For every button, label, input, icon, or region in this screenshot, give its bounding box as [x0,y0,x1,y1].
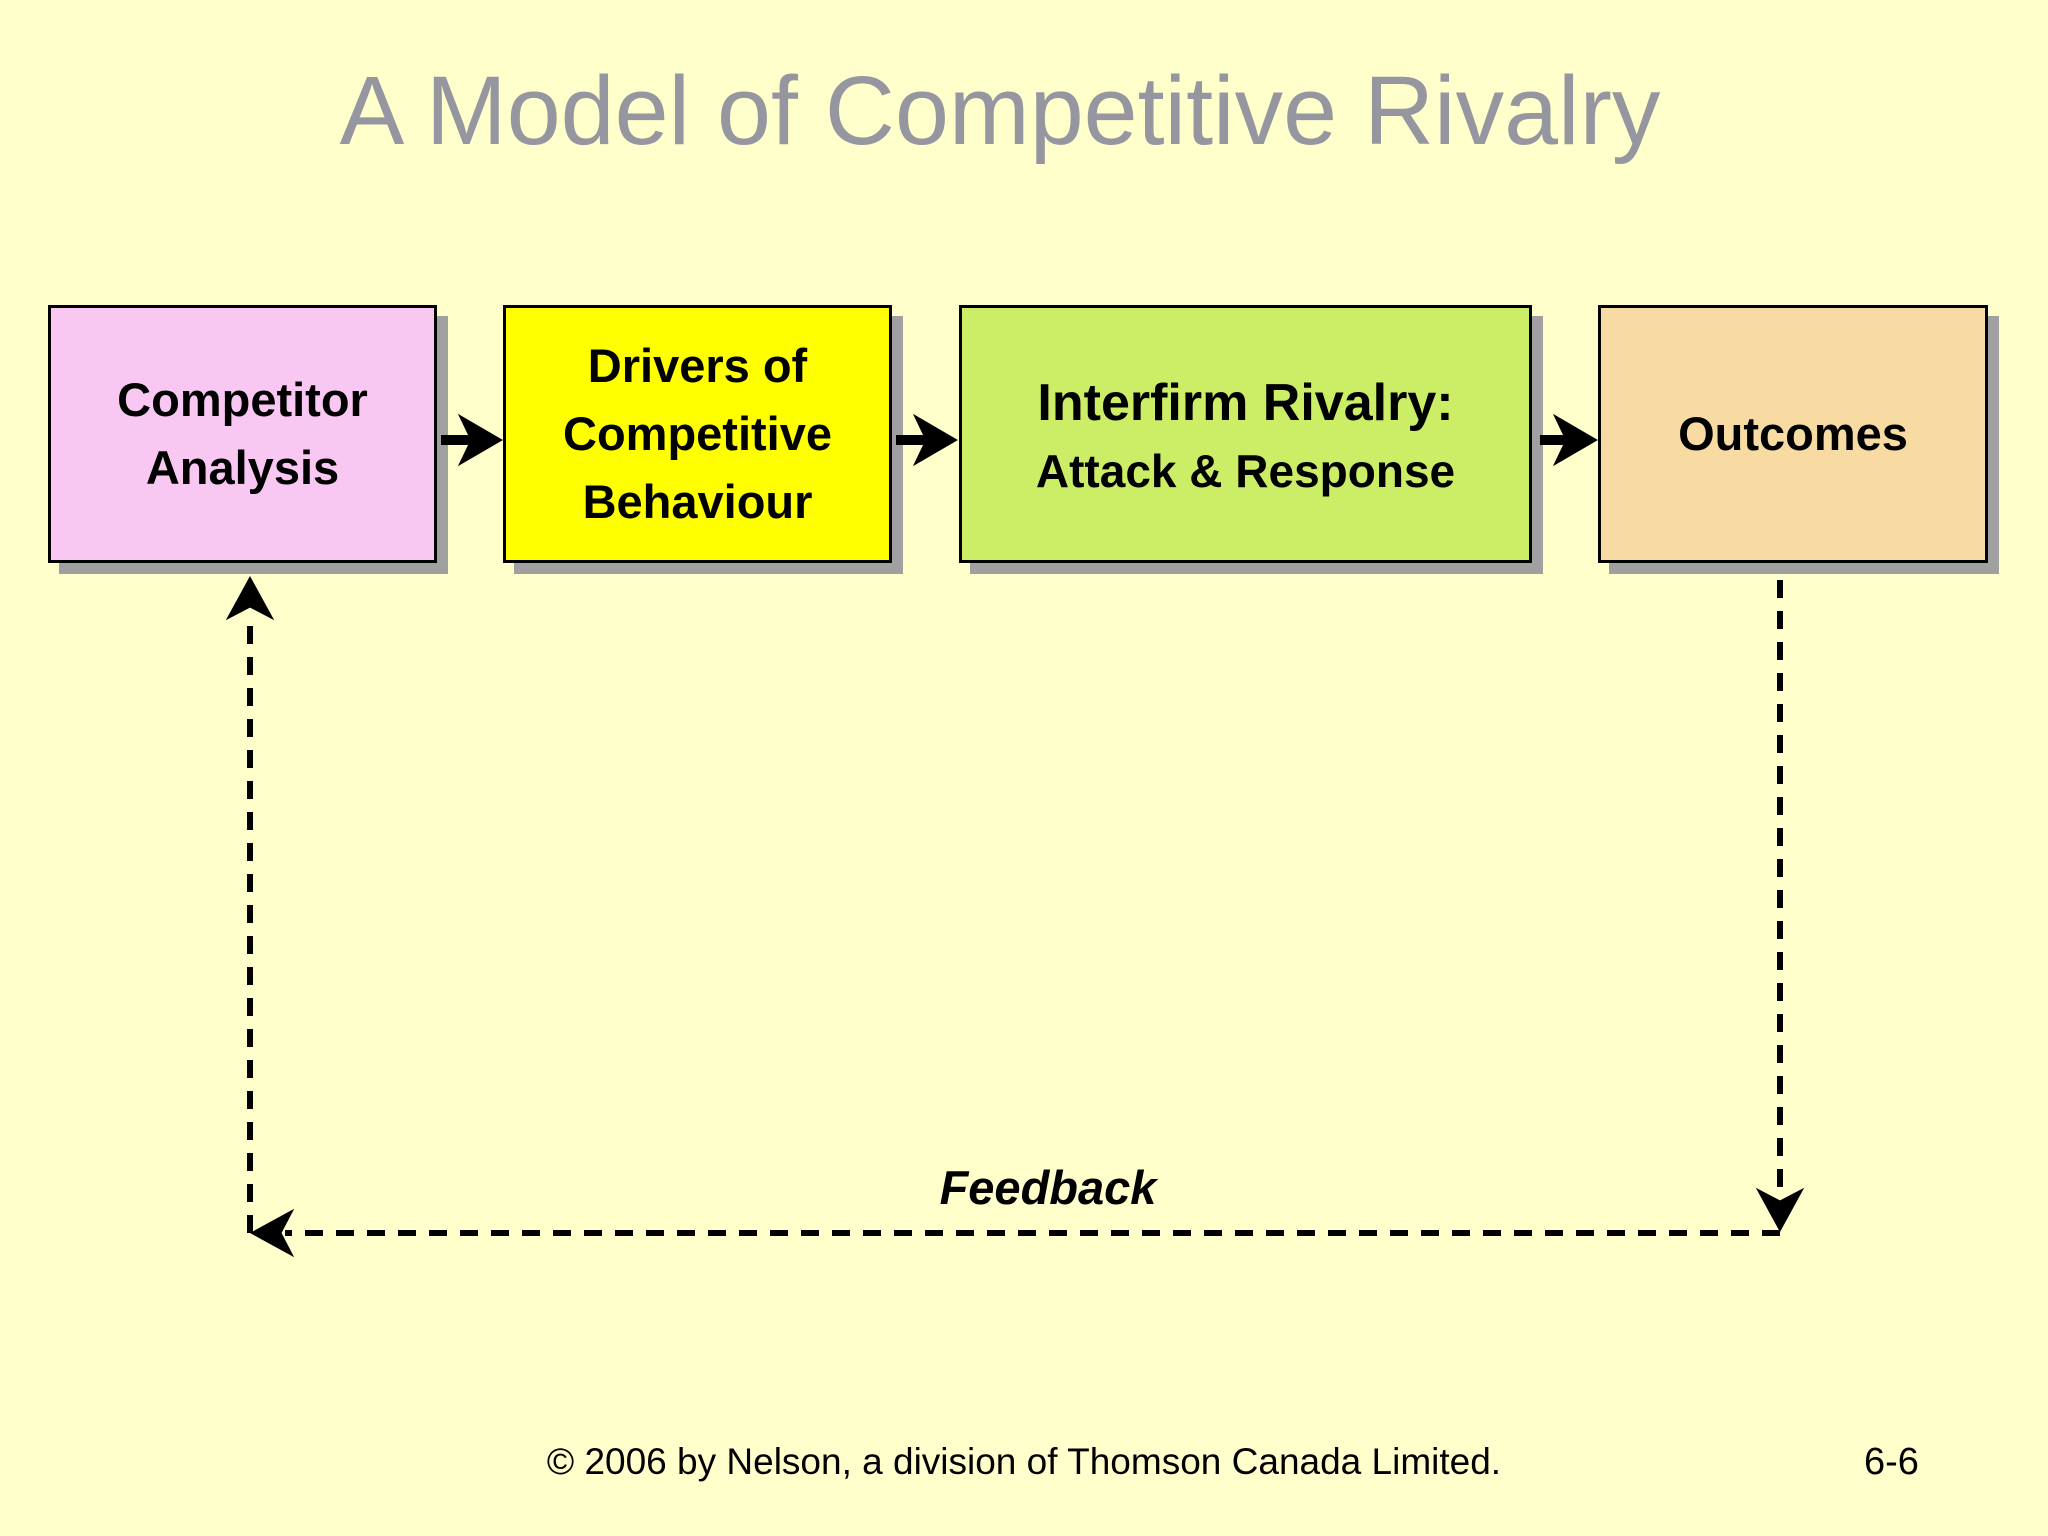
arrow-drivers-to-interfirm [896,413,958,467]
box-label-line: Attack & Response [1035,444,1456,497]
feedback-line-horizontal [249,1208,1780,1258]
box-label-line: Interfirm Rivalry: [1037,374,1454,433]
feedback-label: Feedback [939,1161,1157,1214]
box-drivers-of-competitive-behaviour: Drivers of Competitive Behaviour [503,305,892,563]
box-label-line: Outcomes [1678,406,1908,460]
box-competitor-analysis: Competitor Analysis [48,305,437,563]
arrow-competitor-to-drivers [441,413,503,467]
box-label-line: Analysis [145,441,340,494]
copyright-text: © 2006 by Nelson, a division of Thomson … [546,1441,1502,1482]
feedback-line-up [225,575,275,1233]
page-number: 6-6 [1864,1441,1919,1483]
box-label-line: Behaviour [582,475,813,529]
arrow-interfirm-to-outcomes [1540,413,1598,467]
box-label-line: Competitor [117,372,368,426]
box-outcomes: Outcomes [1598,305,1988,563]
slide-title: A Model of Competitive Rivalry [339,56,1661,165]
feedback-line-down [1755,580,1805,1233]
box-label-line: Drivers of [587,338,808,392]
box-interfirm-rivalry: Interfirm Rivalry: Attack & Response [959,305,1532,563]
box-label-line: Competitive [563,406,832,460]
